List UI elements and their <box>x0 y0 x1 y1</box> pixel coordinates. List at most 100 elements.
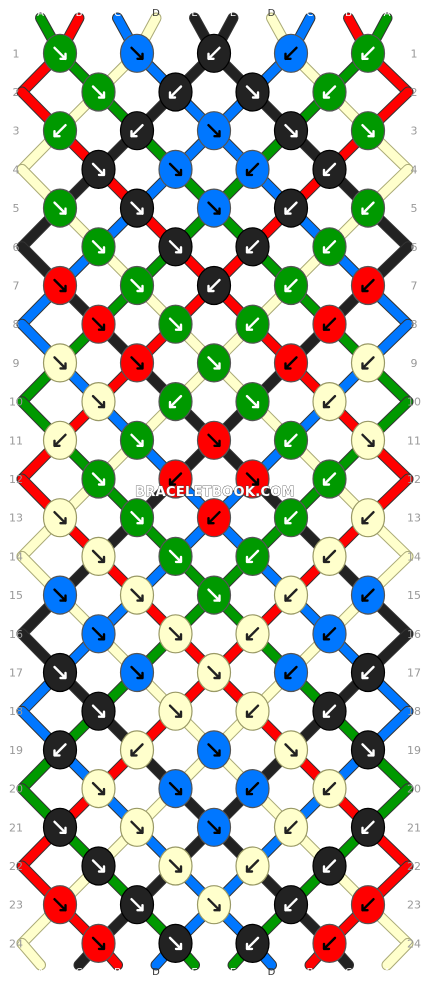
arrow-down-right-icon <box>130 588 144 602</box>
arrow-down-right-icon <box>53 46 67 60</box>
knot <box>119 343 155 383</box>
knot <box>350 730 386 770</box>
knot <box>273 420 309 460</box>
top-strand-letter: A <box>384 8 391 19</box>
arrow-down-right-icon <box>53 665 67 680</box>
arrow-down-right-icon <box>91 549 106 564</box>
arrow-down-right-icon <box>168 627 183 641</box>
knot <box>312 72 347 112</box>
row-number-left: 7 <box>13 280 20 293</box>
top-strand-letter: B <box>76 8 83 19</box>
row-number-right: 16 <box>407 628 421 641</box>
knot <box>312 382 347 422</box>
row-number-right: 12 <box>407 473 421 486</box>
knot <box>196 343 232 383</box>
arrow-down-right-icon <box>91 240 106 254</box>
knot <box>158 691 193 731</box>
arrow-down-right-icon <box>53 356 67 370</box>
arrow-down-left-icon <box>322 394 337 409</box>
bottom-strand-letter: B <box>114 967 121 978</box>
arrow-down-right-icon <box>207 665 221 680</box>
arrow-down-left-icon <box>284 201 298 215</box>
top-strand-letter: C <box>307 8 314 19</box>
arrow-down-left-icon <box>168 394 183 409</box>
knot <box>350 188 386 228</box>
knot <box>235 536 270 577</box>
arrow-down-right-icon <box>53 898 67 912</box>
knot <box>81 691 116 731</box>
arrow-down-right-icon <box>53 588 67 602</box>
knot <box>158 149 193 189</box>
arrow-down-right-icon <box>361 124 375 138</box>
arrow-down-left-icon <box>284 898 298 912</box>
knot <box>42 265 78 306</box>
knot <box>196 730 232 770</box>
arrow-down-left-icon <box>322 859 337 873</box>
knot <box>273 807 309 847</box>
knot <box>158 614 193 654</box>
knot <box>42 420 78 460</box>
arrow-down-left-icon <box>322 472 337 486</box>
row-number-right: 8 <box>411 318 418 331</box>
knot <box>273 343 309 383</box>
row-number-right: 9 <box>411 357 418 370</box>
arrow-down-right-icon <box>207 820 221 834</box>
knot <box>81 536 116 577</box>
knot <box>42 498 78 538</box>
arrow-down-right-icon <box>207 201 221 215</box>
knot <box>158 72 193 112</box>
arrow-down-right-icon <box>361 743 375 757</box>
knot <box>81 304 116 344</box>
arrow-down-right-icon <box>207 898 221 912</box>
knot <box>350 652 386 693</box>
arrow-down-left-icon <box>168 85 183 99</box>
arrow-down-left-icon <box>245 549 260 564</box>
row-number-left: 1 <box>13 47 20 60</box>
knot <box>196 652 232 693</box>
knot <box>119 420 155 460</box>
knot <box>42 885 78 925</box>
arrow-down-left-icon <box>361 665 375 680</box>
row-number-right: 10 <box>407 396 421 409</box>
knot <box>273 885 309 925</box>
knot <box>81 459 116 499</box>
arrow-down-left-icon <box>322 85 337 99</box>
knot <box>42 343 78 383</box>
row-number-left: 21 <box>9 821 23 834</box>
row-number-right: 2 <box>411 86 418 99</box>
bottom-strand-letter: E <box>191 967 197 978</box>
arrow-down-right-icon <box>130 820 144 834</box>
knot <box>350 575 386 615</box>
row-number-right: 15 <box>407 589 421 602</box>
bottom-strand-letter: A <box>37 967 44 978</box>
knot <box>119 730 155 770</box>
knot <box>119 885 155 925</box>
arrow-down-right-icon <box>53 278 67 293</box>
knot <box>119 498 155 538</box>
strand-segment <box>17 938 45 970</box>
knot <box>119 575 155 615</box>
knot <box>81 72 116 112</box>
row-number-right: 22 <box>407 860 421 873</box>
row-number-right: 18 <box>407 705 421 718</box>
arrow-down-left-icon <box>53 124 67 138</box>
knot <box>81 382 116 422</box>
row-number-left: 23 <box>9 899 23 912</box>
arrow-down-right-icon <box>53 820 67 834</box>
knot <box>312 149 347 189</box>
knot <box>158 536 193 577</box>
knot <box>273 652 309 693</box>
knot-layer <box>42 33 386 964</box>
arrow-down-left-icon <box>322 627 337 641</box>
top-strand-letter: A <box>37 8 44 19</box>
arrow-down-right-icon <box>91 317 106 331</box>
arrow-down-left-icon <box>207 278 221 293</box>
knot <box>81 846 116 886</box>
row-number-right: 19 <box>407 744 421 757</box>
arrow-down-right-icon <box>91 859 106 873</box>
knot <box>350 807 386 847</box>
knot <box>312 227 347 267</box>
arrow-down-right-icon <box>91 85 106 99</box>
